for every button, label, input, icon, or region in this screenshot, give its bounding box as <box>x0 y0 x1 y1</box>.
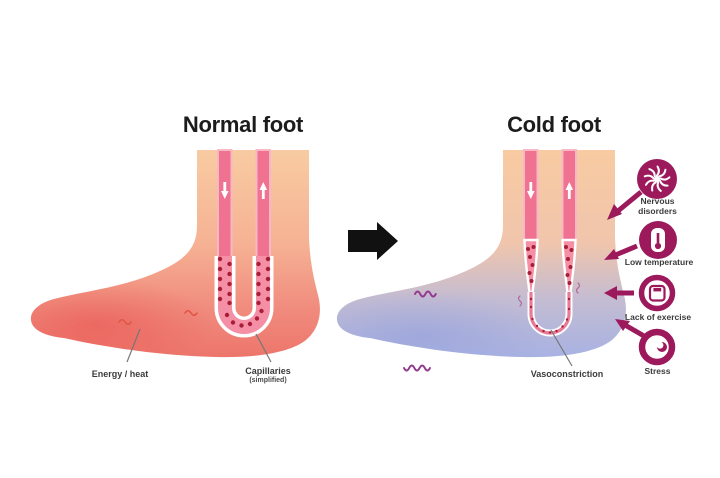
blood-flow-arrow-icon <box>527 182 535 199</box>
energy-leader-line <box>126 328 141 363</box>
constricted-vessel-funnels <box>523 238 577 295</box>
cold-squiggle-icon <box>403 290 437 372</box>
normal-foot-capillary-loop <box>214 256 274 338</box>
cause-label-lack-of-exercise: Lack of exercise <box>624 312 692 322</box>
constriction-shiver-marks <box>517 282 581 307</box>
blood-flow-arrow-icon <box>565 182 574 199</box>
vasoconstriction-leader-line <box>550 329 573 367</box>
vasoconstriction-label: Vasoconstriction <box>530 369 604 379</box>
heat-squiggle-icon <box>118 309 198 326</box>
vasoconstricted-capillary-loop <box>517 282 581 337</box>
capillaries-note: (simplified) <box>249 376 287 384</box>
blood-cells <box>217 256 271 328</box>
capillaries-label: Capillaries (simplified) <box>230 366 306 385</box>
cold-foot-title: Cold foot <box>507 112 601 137</box>
blood-flow-arrow-icon <box>259 182 268 199</box>
blood-flow-arrow-icon <box>220 182 229 199</box>
cause-label-stress: Stress <box>644 366 671 376</box>
thermometer-icon <box>604 221 677 260</box>
stressed-head-icon <box>615 319 676 366</box>
capillaries-label-text: Capillaries <box>245 366 291 376</box>
normal-foot-illustration <box>30 149 320 363</box>
neuron-icon <box>607 159 677 220</box>
cold-foot-illustration <box>336 149 626 372</box>
blood-cells <box>529 297 571 334</box>
cause-icons <box>604 159 677 366</box>
normal-foot-title: Normal foot <box>182 112 304 137</box>
cause-label-nervous-disorders: Nervous disorders <box>638 196 677 216</box>
right-block-arrow-icon <box>348 222 398 260</box>
weight-scale-icon <box>604 274 676 312</box>
energy-heat-label: Energy / heat <box>91 369 149 379</box>
cause-label-low-temperature: Low temperature <box>624 257 694 267</box>
capillaries-leader-line <box>255 333 272 363</box>
